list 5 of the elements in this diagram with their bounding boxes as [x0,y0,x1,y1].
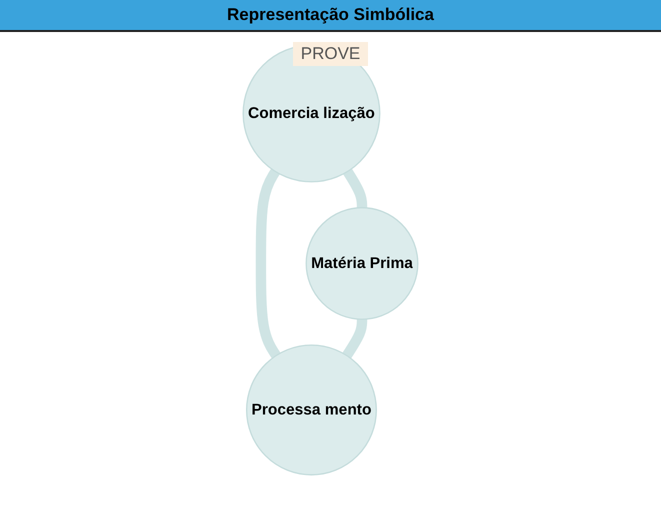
title-bar: Representação Simbólica [0,0,661,32]
connector [256,168,280,358]
center-label: PROVE [292,42,368,66]
node-circle: Processa mento [246,344,377,475]
node-circle: Matéria Prima [306,206,418,320]
